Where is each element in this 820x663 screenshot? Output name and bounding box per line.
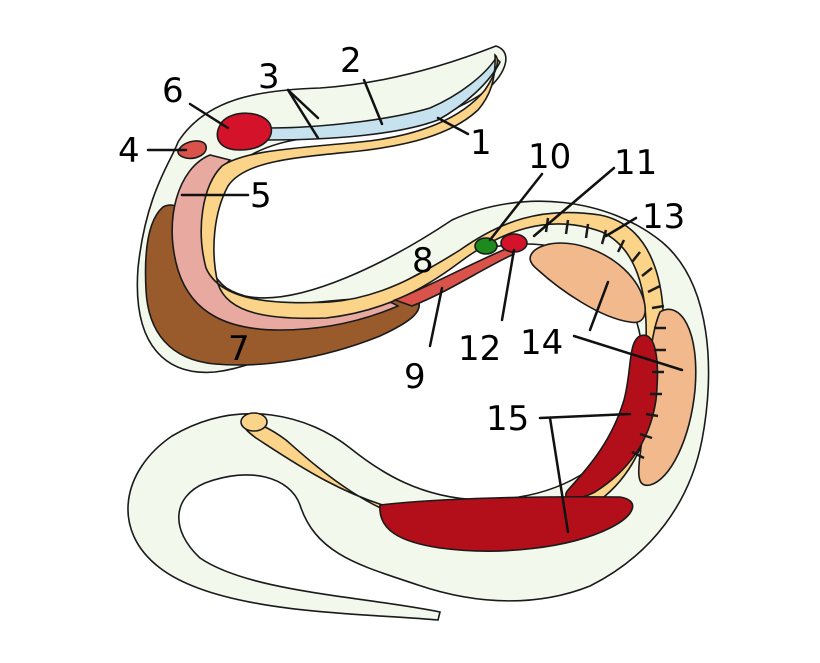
thyroid [177, 140, 207, 160]
label-14: 14 [520, 323, 563, 363]
label-12: 12 [458, 329, 501, 369]
gall-bladder [474, 237, 498, 255]
kidney-posterior [379, 495, 634, 552]
cloaca [240, 412, 268, 432]
label-7: 7 [228, 329, 250, 369]
heart [216, 112, 273, 151]
label-11: 11 [614, 143, 657, 183]
label-9: 9 [404, 357, 426, 397]
label-6: 6 [162, 71, 184, 111]
label-13: 13 [642, 197, 685, 237]
label-3: 3 [258, 57, 280, 97]
label-2: 2 [340, 41, 362, 81]
label-5: 5 [250, 176, 272, 216]
vertebral-ticks [544, 217, 666, 460]
label-10: 10 [528, 137, 571, 177]
gonad-anterior [529, 242, 646, 324]
label-1: 1 [470, 123, 492, 163]
label-15: 15 [486, 399, 529, 439]
label-8: 8 [412, 241, 434, 281]
label-4: 4 [118, 131, 140, 171]
leader-lines [146, 78, 684, 534]
